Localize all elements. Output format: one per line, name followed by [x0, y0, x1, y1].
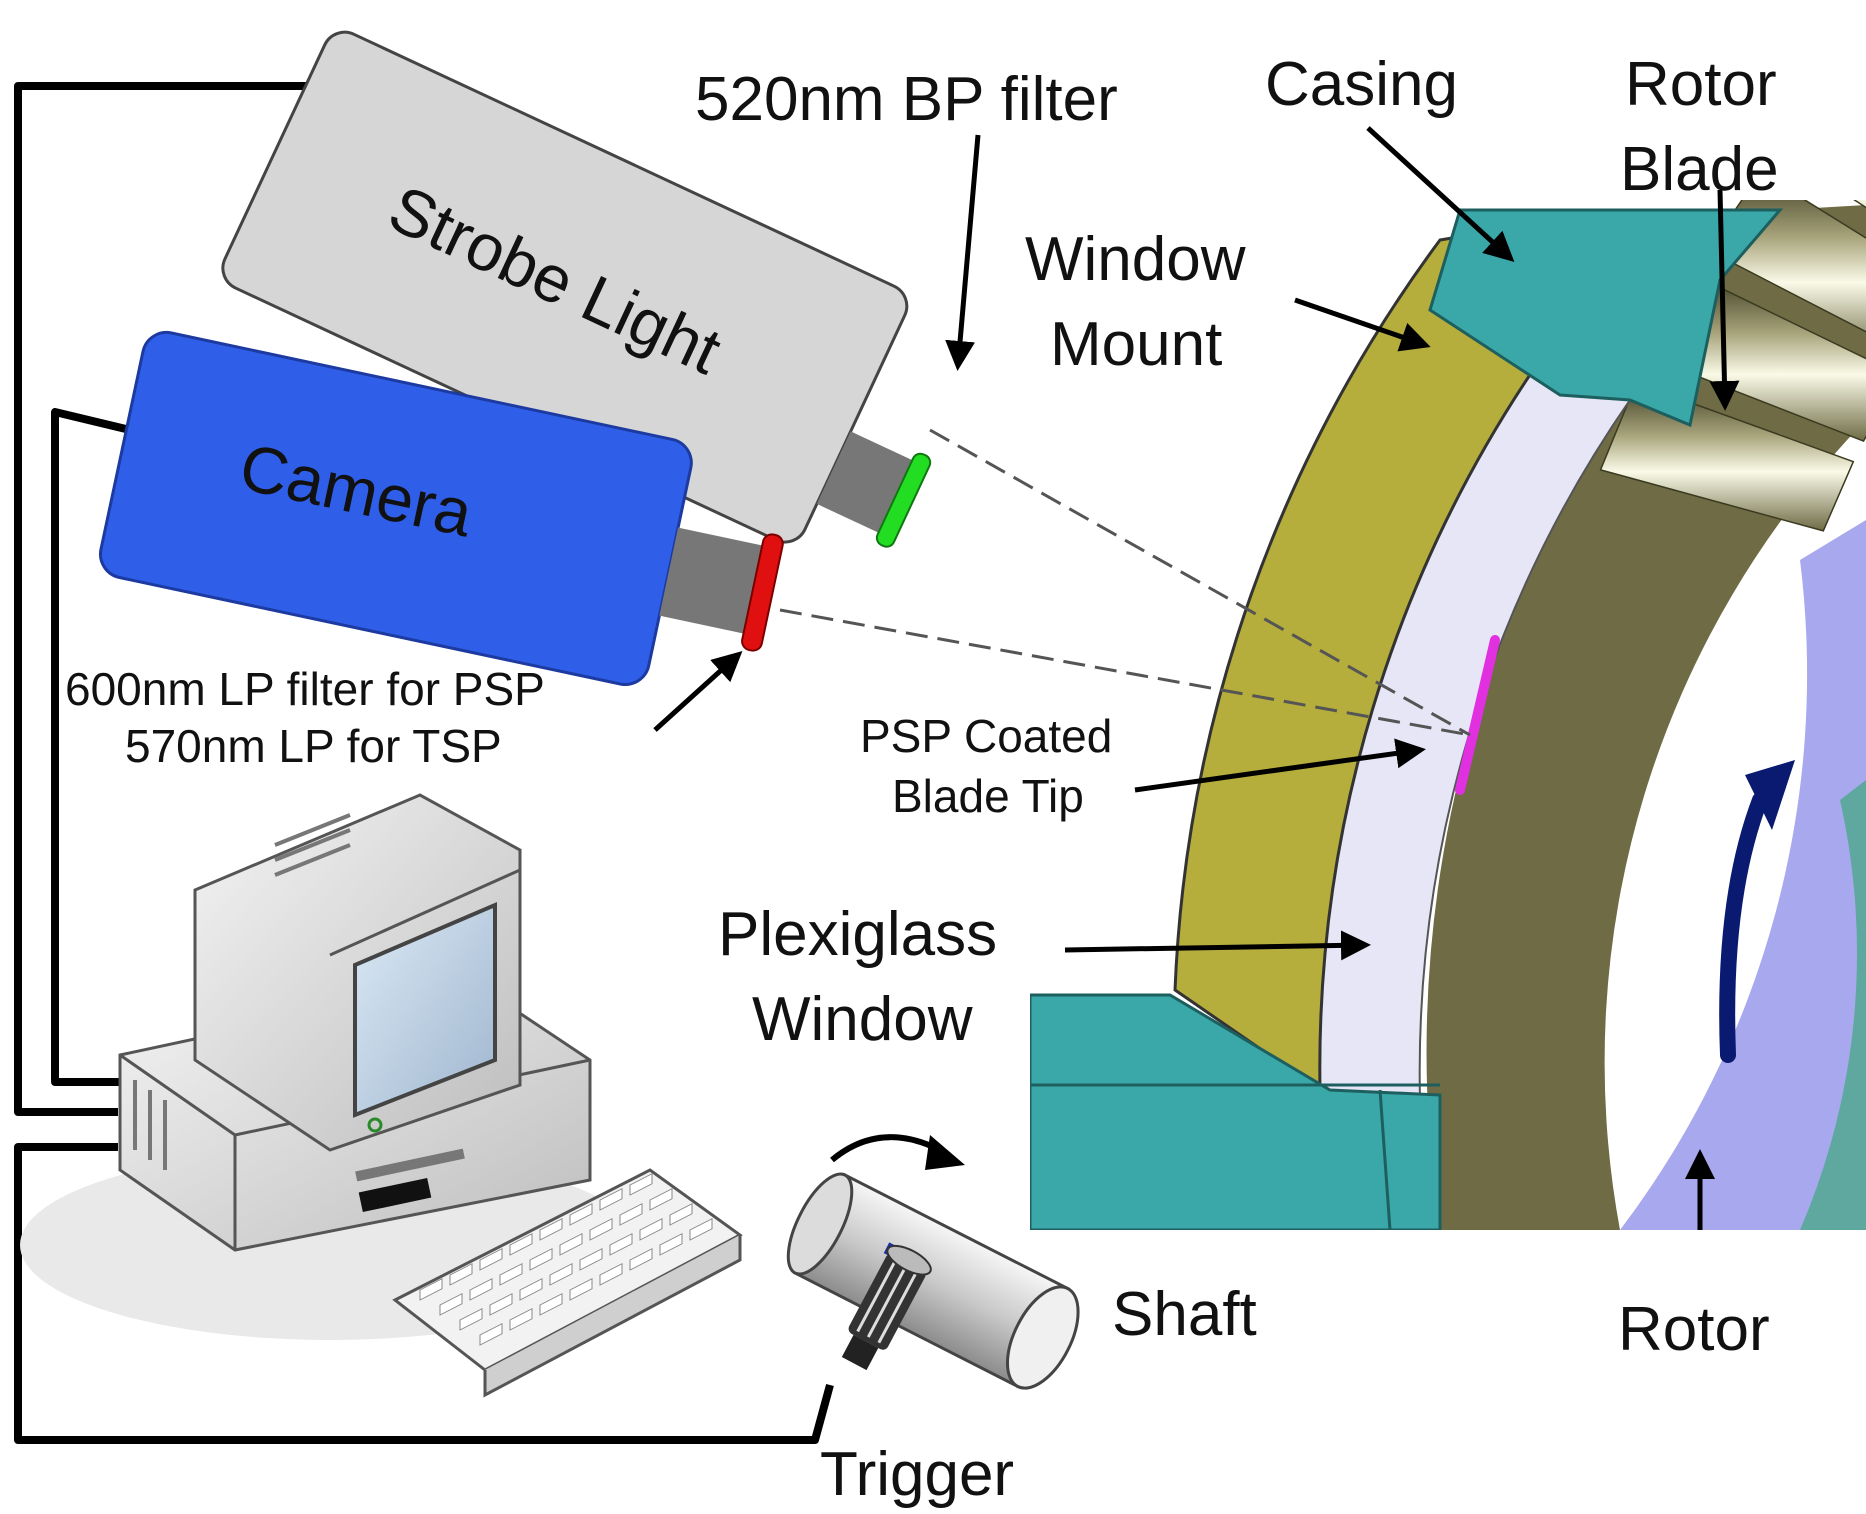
shaft-label: Shaft [1112, 1280, 1257, 1349]
keyboard-key [609, 1233, 633, 1256]
rotor-blade [1858, 0, 1866, 204]
keyboard-key [539, 1218, 563, 1241]
callout-arrows [653, 126, 1740, 1230]
plexiglass-label-1: Plexiglass [718, 900, 997, 969]
keyboard-key [499, 1263, 523, 1286]
computer [20, 793, 743, 1398]
trigger-sensor [841, 1244, 932, 1371]
optical-paths [779, 428, 1471, 737]
keyboard-key [599, 1263, 623, 1286]
keyboard-key [539, 1293, 563, 1316]
monitor-screen [353, 901, 497, 1118]
bp-filter-label: 520nm BP filter [695, 65, 1118, 134]
keyboard-key [629, 1248, 653, 1271]
rotation-arrow [1719, 792, 1768, 1063]
rotor-label: Rotor [1618, 1295, 1770, 1364]
keyboard-key [559, 1233, 583, 1256]
keyboard-key [629, 1173, 653, 1196]
plexiglass-arrow [1064, 930, 1371, 961]
keyboard-key [549, 1263, 573, 1286]
plexiglass-label-2: Window [752, 985, 973, 1054]
window-mount-label-2: Mount [1050, 310, 1222, 379]
casing-upper [1428, 208, 1784, 428]
keyboard-key [599, 1188, 623, 1211]
keyboard-key [469, 1278, 493, 1301]
trigger-cable [14, 1143, 834, 1444]
shaft-rotation-arrow [830, 1134, 942, 1163]
bp-filter-arrow [945, 134, 981, 371]
lp-filter-arrow [653, 650, 743, 732]
keyboard-key [419, 1278, 443, 1301]
labels: 520nm BP filter Casing Rotor Blade Windo… [65, 50, 1779, 1509]
rotor-blade [1853, 200, 1866, 209]
keyboard-key [479, 1248, 503, 1271]
rotor-blade-label-2: Blade [1620, 135, 1779, 204]
camera-cable [51, 408, 131, 1086]
rotor-blade [1599, 382, 1855, 532]
psp-tip-label-2: Blade Tip [892, 770, 1084, 822]
psp-coated-tip-mark [1455, 635, 1500, 795]
keyboard-key [659, 1233, 683, 1256]
keyboard-key [529, 1248, 553, 1271]
keyboard-key [639, 1218, 663, 1241]
rotor-blade-label-1: Rotor [1625, 50, 1777, 119]
casing-label: Casing [1265, 50, 1458, 119]
keyboard-key [509, 1233, 533, 1256]
window-mount-arrow [1294, 297, 1431, 352]
keyboard-key [569, 1278, 593, 1301]
keyboard-key [519, 1278, 543, 1301]
keyboard-key [649, 1188, 673, 1211]
rotor-hub [1620, 520, 1866, 1230]
trigger-label: Trigger [820, 1440, 1014, 1509]
keyboard-key [619, 1203, 643, 1226]
casing-arrow [1366, 126, 1515, 263]
turbine-section [1030, 0, 1866, 1230]
casing-lower [1030, 993, 1442, 1230]
strobe-light: Strobe Light [221, 30, 932, 548]
bp-filter [875, 452, 932, 548]
lp-filter-label-2: 570nm LP for TSP [125, 720, 502, 772]
camera: Camera [98, 330, 784, 687]
lp-filter-label-1: 600nm LP filter for PSP [65, 663, 545, 715]
keyboard-key [489, 1293, 513, 1316]
keyboard-key [439, 1293, 463, 1316]
psp-tip-arrow [1134, 738, 1426, 793]
keyboard-key [459, 1308, 483, 1331]
keyboard-key [449, 1263, 473, 1286]
keyboard-key [569, 1203, 593, 1226]
window-mount-label-1: Window [1025, 225, 1246, 294]
keyboard-key [479, 1323, 503, 1346]
rotor-blade-arrow [1709, 189, 1740, 411]
keyboard-key [579, 1248, 603, 1271]
lp-filter [741, 533, 784, 652]
keyboard-key [669, 1203, 693, 1226]
rotor-hub-inner [1800, 780, 1866, 1230]
keyboard-keys [419, 1173, 713, 1346]
keyboard-key [589, 1218, 613, 1241]
shaft [786, 1172, 1080, 1390]
keyboard-key [509, 1308, 533, 1331]
psp-tip-label-1: PSP Coated [860, 710, 1112, 762]
keyboard-key [689, 1218, 713, 1241]
